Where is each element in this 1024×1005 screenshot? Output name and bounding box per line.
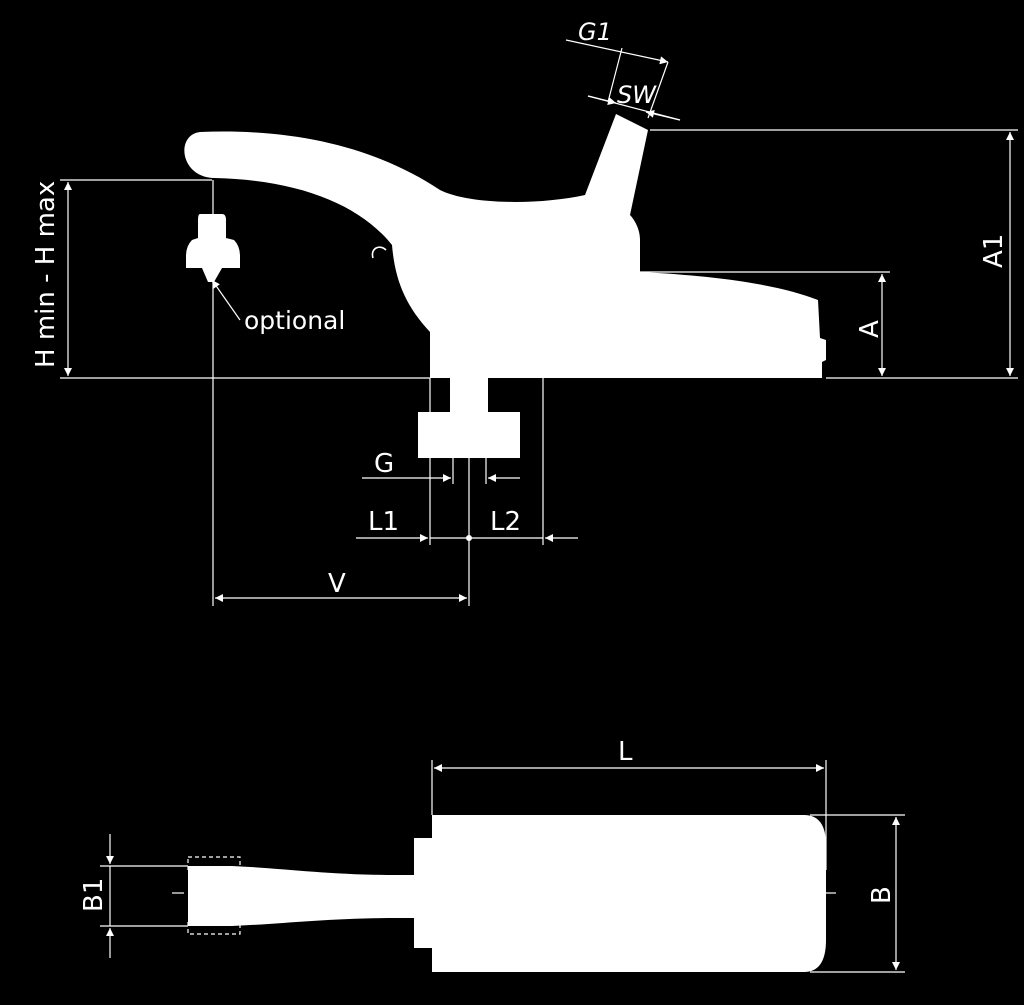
g1-ext-1 [607,47,623,103]
a1-label: A1 [979,234,1009,268]
sw-arrow-1 [587,95,617,105]
clamp-body [184,114,826,378]
a-label: A [855,320,885,338]
top-body [188,815,826,972]
sw-arrow-2 [645,109,681,121]
b1-label: B1 [79,878,109,912]
side-view: optional G1 SW A1 A H min - H max [31,18,1018,606]
top-optional-outline-bottom [187,919,241,935]
center-point [466,535,472,541]
top-optional-outline-top [187,856,241,872]
l2-label: L2 [490,507,521,537]
l1-label: L1 [368,507,399,537]
g-label: G [374,449,394,479]
sw-label: SW [617,81,657,109]
v-label: V [328,569,346,599]
hinge-hook [371,246,387,259]
l-label: L [618,737,633,767]
b-label: B [867,886,897,904]
g1-dim [565,39,669,65]
hmin-hmax-label: H min - H max [31,181,61,368]
optional-leader [211,279,241,321]
top-view: L B B1 [79,737,905,973]
pressure-pad [418,412,520,458]
g1-ext-2 [647,61,669,119]
optional-label: optional [244,306,345,335]
spindle-stem [450,378,488,414]
g1-label: G1 [578,18,612,46]
